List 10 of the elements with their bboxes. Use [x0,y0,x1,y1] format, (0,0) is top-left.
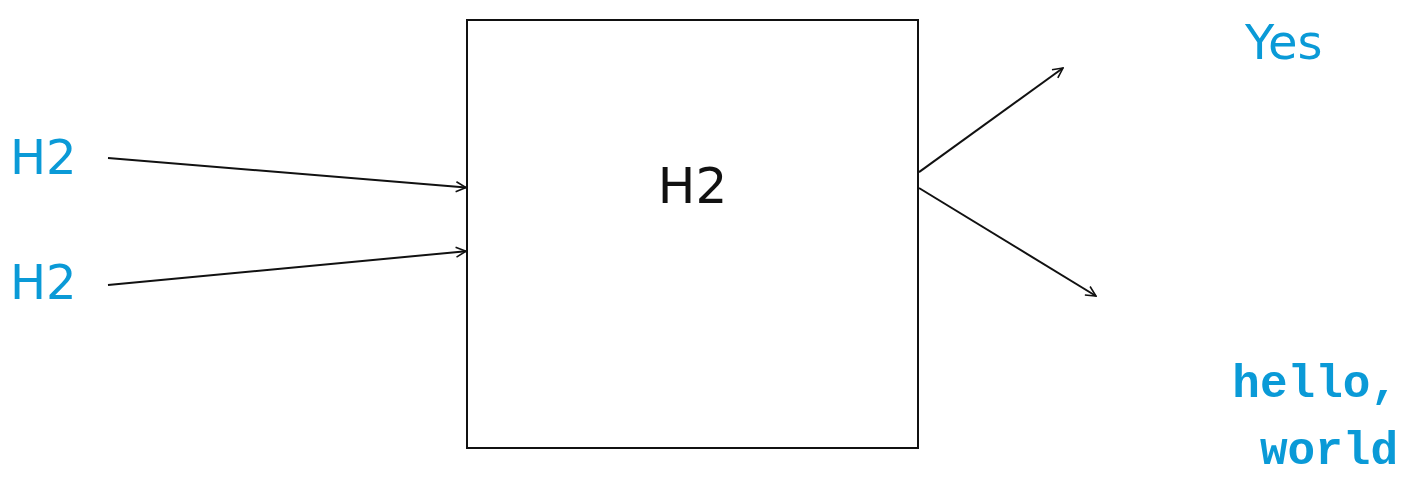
input-label: H2 [10,258,77,306]
arrow [107,157,467,193]
arrow [107,246,467,286]
process-box [466,19,919,449]
input-label: H2 [10,133,77,181]
output-label: Yes [1245,13,1324,72]
box-label: H2 [656,161,729,211]
arrow [918,67,1064,174]
output-label: hello, world [1231,358,1398,479]
arrow [918,187,1097,297]
